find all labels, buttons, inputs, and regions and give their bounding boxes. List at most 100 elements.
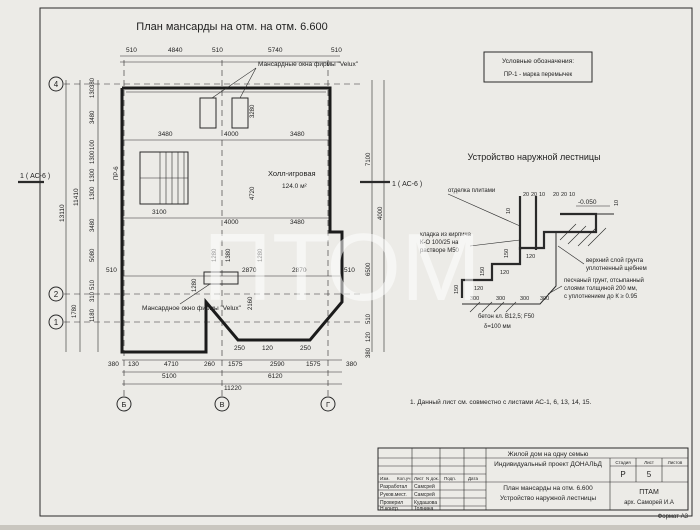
dim-bottom2-3: 250 (300, 345, 311, 352)
stair-label-soil: верхний слой грунта (586, 257, 644, 264)
tb-sheet-title-2: Устройство наружной лестницы (500, 494, 596, 502)
tb-role-1: Разработал (380, 484, 407, 490)
stair-dim-2: 20 (531, 192, 537, 198)
section-mark-right: 1 ( АС-6 ) (392, 181, 422, 188)
tb-sheet-title-1: План мансарды на отм. 6.600 (503, 485, 593, 492)
stair-title: Устройство наружной лестницы (467, 152, 600, 162)
tb-project-2: Индивидуальный проект ДОНАЛЬД (494, 460, 602, 468)
axis-row-4-bubble (48, 76, 64, 92)
dim-inner2-1: 3100 (152, 209, 167, 216)
room-area: 124.0 м² (282, 183, 308, 190)
inner-dim-1: 3280 (250, 104, 256, 118)
tb-head-3: Лист (414, 476, 424, 481)
dim-right-3: 6500 (366, 262, 372, 276)
stair-dim-7: 10 (506, 208, 512, 214)
tb-name-3: Кудашова (414, 500, 437, 506)
legend-item: ПР-1 - марка перемычек (504, 72, 573, 78)
dim-bottom2-2: 120 (262, 345, 273, 352)
axis-row-2-bubble (48, 286, 64, 302)
axis-row-2: 2 (54, 290, 59, 299)
stair-dim-5: 20 (561, 192, 567, 198)
sheet-format: Формат А3 (658, 514, 689, 520)
legend-title: Условные обозначения: (502, 57, 574, 65)
sheet-note: 1. Данный лист см. совместно с листами А… (410, 398, 592, 406)
tb-stage: Р (620, 470, 625, 479)
stair-label-thickness: δ=100 мм (484, 324, 511, 330)
dim-left-2: 130 (90, 87, 96, 98)
watermark: ПТОМ (203, 214, 481, 321)
stair-label-crushed: уплотненный щебнем (586, 265, 647, 272)
stair-label-sand3: с уплотнением до К ≥ 0.95 (564, 294, 638, 300)
dim-right-1: 7100 (366, 152, 372, 166)
plan-title: План мансарды на отм. на отм. 6.600 (136, 21, 327, 33)
tb-author: арх. Саморей И.А (624, 499, 674, 506)
stair-label-slab: отделка плитами (448, 188, 495, 194)
axis-col-g-bubble (320, 396, 336, 412)
stair-dim-15: 300 (496, 296, 505, 302)
dim-left-4: 100 (90, 139, 96, 150)
dim-left-7: 1300 (90, 186, 96, 200)
inner-dim-7: 1380 (226, 248, 232, 262)
velux-window-2 (231, 97, 249, 129)
stair-label-concrete: бетон кл. В12,5; F50 (478, 314, 535, 320)
stair-steps (460, 230, 560, 298)
legend-box (483, 51, 593, 83)
dim-left-13: 310 (90, 291, 96, 302)
stair-dim-9: 150 (480, 267, 486, 276)
tb-role-4: Н.контр. (380, 506, 399, 512)
dim-left-9: 5080 (90, 248, 96, 262)
dim-mid-2: 2870 (242, 267, 257, 274)
axis-col-b-bubble (116, 396, 132, 412)
stair-dim-8: 150 (504, 249, 510, 258)
dim-left-10: 510 (90, 279, 96, 290)
axis-row-1-bubble (48, 314, 64, 330)
inner-dim-6: 1280 (258, 248, 264, 262)
stair-dim-6: 10 (569, 192, 575, 198)
tb-name-1: Самсрей (414, 483, 435, 490)
stair-level: -0.050 (578, 199, 597, 206)
axis-col-b: Б (122, 400, 127, 409)
tb-head-4: N док. (426, 476, 439, 481)
stair-dim-16: 300 (520, 296, 529, 302)
stair-dim-3: 10 (539, 192, 545, 198)
window-label-bottom: Мансардное окно фирмы "Velux" (142, 305, 242, 312)
axis-col-g: Г (326, 400, 330, 409)
dim-inner2-2: 4000 (224, 219, 239, 226)
dim-left2: 11410 (73, 188, 80, 206)
dim-bottom3-1: 5100 (162, 373, 177, 380)
dim-total: 11220 (224, 385, 242, 392)
dim-bottom1-2: 130 (128, 361, 139, 368)
tb-name-4: Толнина (414, 506, 434, 512)
stair-dim-17: 300 (540, 296, 549, 302)
stair-dim-4: 20 (553, 192, 559, 198)
stair-label-sand2: слоями толщиной 200 мм, (564, 285, 638, 292)
stair-treads (140, 152, 188, 204)
dim-bottom2-1: 250 (234, 345, 245, 352)
section-mark-left: 1 ( АС-6 ) (20, 173, 50, 180)
inner-dim-5: 1280 (212, 248, 218, 262)
dim-top-4: 5740 (268, 47, 283, 54)
dim-top-2: 4840 (168, 47, 183, 54)
dim-left-6: 1300 (90, 168, 96, 182)
dim-top-3: 510 (212, 47, 223, 54)
stair-label-brick2: К-О 100/25 на (420, 240, 459, 246)
dim-bottom1-1: 380 (108, 361, 119, 368)
dim-right-4: 510 (366, 313, 372, 324)
dim-top-5: 510 (331, 47, 342, 54)
dim-top-1: 510 (126, 47, 137, 54)
tb-head-6: Дата (468, 476, 478, 481)
inner-dim-2: 4720 (250, 186, 256, 200)
tb-role-2: Руков.мест. (380, 492, 407, 498)
stair-leader-sand (547, 285, 563, 295)
stair-mark: ПР-6 (114, 166, 120, 180)
stair-soil-hatch (469, 223, 607, 313)
dim-bottom1-6: 2590 (270, 361, 285, 368)
dim-mid-3: 2870 (292, 267, 307, 274)
dim-inner-3: 3480 (290, 131, 305, 138)
dim-left-outer: 13110 (59, 204, 66, 222)
stair-leader-slab (447, 193, 521, 227)
tb-name-2: Самсрей (414, 491, 435, 498)
tb-project-1: Жилой дом на одну семью (508, 450, 589, 458)
dim-inner2-3: 3480 (290, 219, 305, 226)
dim-right-2: 4000 (378, 206, 384, 220)
